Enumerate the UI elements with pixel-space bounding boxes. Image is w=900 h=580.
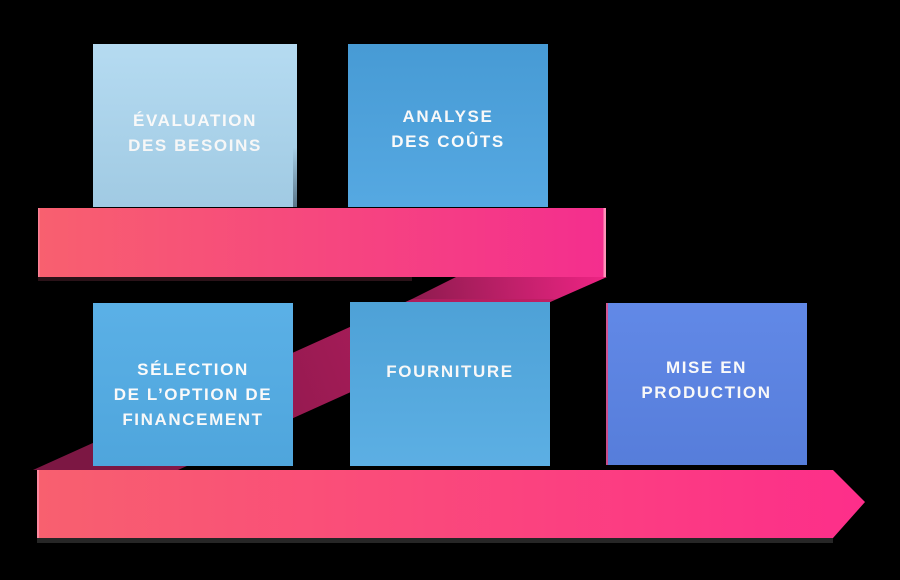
step-label-selection-financement: SÉLECTION DE L’OPTION DE FINANCEMENT (113, 360, 273, 429)
step-card-evaluation-des-besoins: ÉVALUATION DES BESOINS (93, 44, 297, 207)
top-ribbon-left-highlight (38, 208, 40, 277)
step-card-mise-en-production: MISE EN PRODUCTION (606, 303, 807, 465)
step-label-mise-en-production: MISE EN PRODUCTION (641, 358, 772, 402)
step-label-analyse-des-couts: ANALYSE DES COÛTS (391, 106, 505, 151)
step-label-fourniture: FOURNITURE (386, 361, 514, 381)
fold-wedge (412, 277, 607, 299)
step-label-evaluation-des-besoins: ÉVALUATION DES BESOINS (128, 110, 262, 155)
bottom-ribbon-shadow (37, 538, 833, 543)
top-ribbon-shadow (38, 277, 412, 281)
bottom-arrow-ribbon (37, 470, 865, 538)
top-ribbon-edge-highlight (603, 208, 606, 277)
step-card-selection-financement: SÉLECTION DE L’OPTION DE FINANCEMENT (93, 303, 293, 466)
step-card-analyse-des-couts: ANALYSE DES COÛTS (348, 44, 548, 207)
top-ribbon (38, 208, 606, 277)
step-card-fourniture: FOURNITURE (350, 302, 550, 466)
bottom-ribbon-left-highlight (37, 470, 39, 538)
